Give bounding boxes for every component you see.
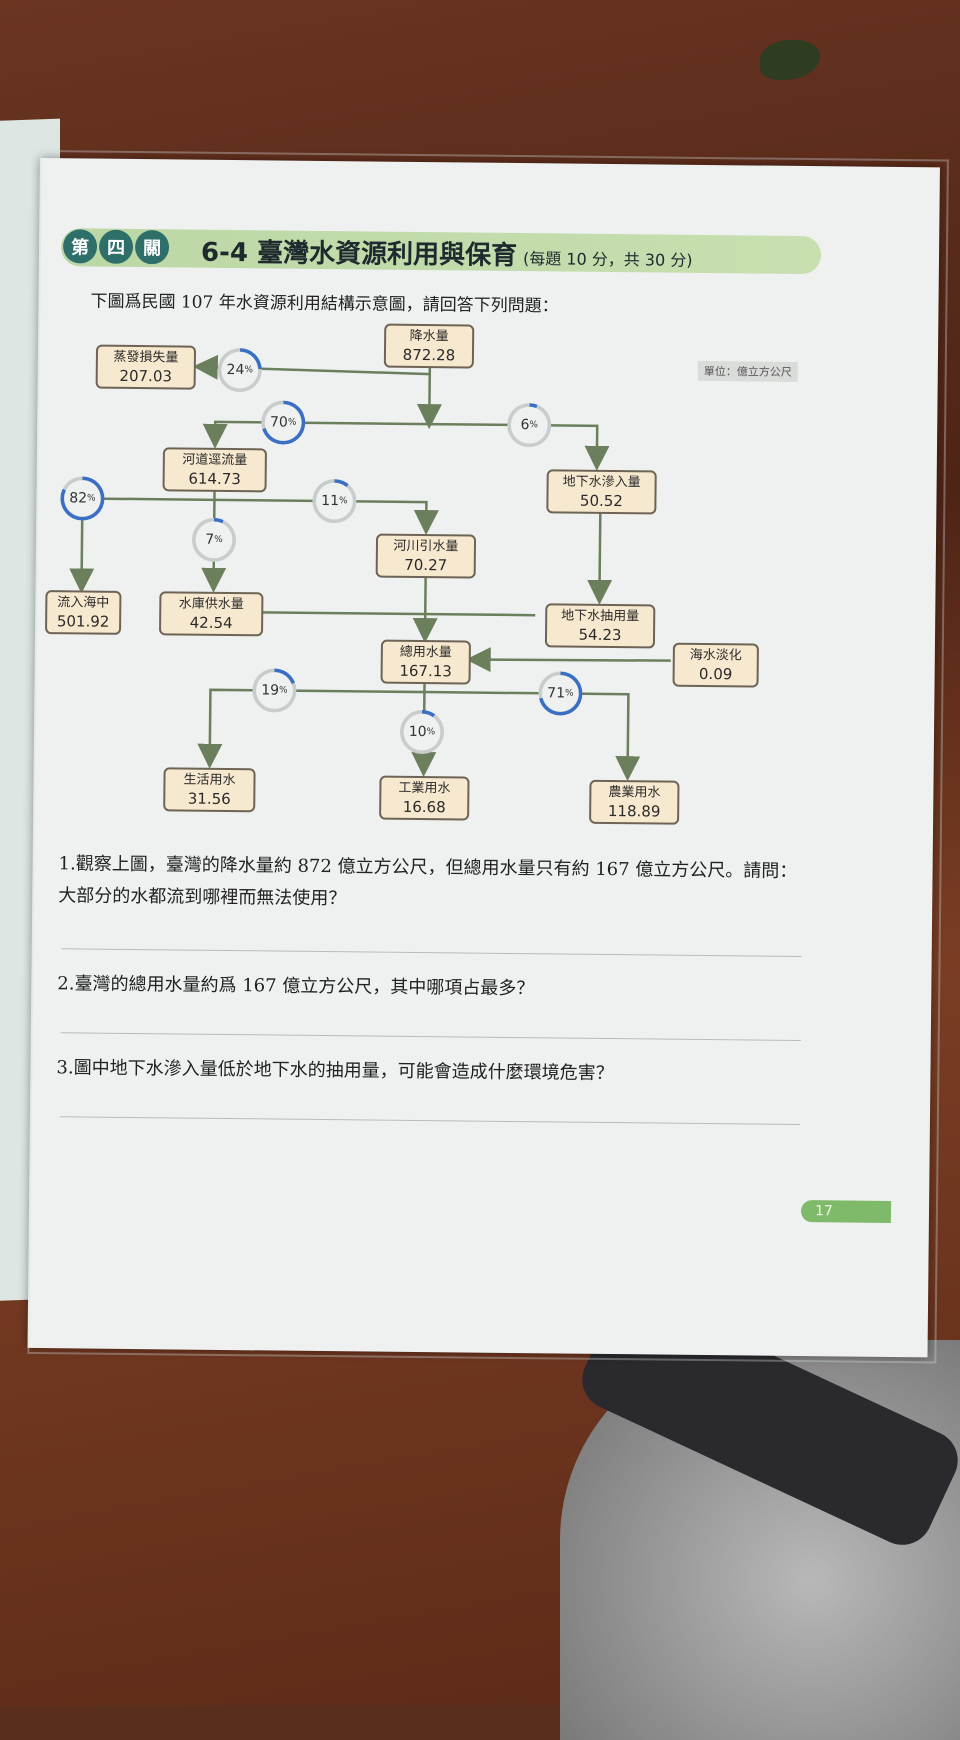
percent-ring-sea: 82% [60, 476, 105, 521]
node-value: 118.89 [607, 801, 661, 821]
node-value: 42.54 [189, 613, 233, 633]
node-desalination: 海水淡化 0.09 [672, 642, 759, 688]
percent-value: 10 [408, 723, 427, 741]
node-label: 蒸發損失量 [113, 349, 179, 366]
percent-value: 19 [261, 682, 280, 699]
node-value: 54.23 [578, 625, 622, 645]
percent-unit: % [564, 688, 574, 699]
percent-ring-reservoir: 7% [191, 517, 237, 563]
percent-ring-agricultural: 71% [538, 671, 583, 716]
question-text: 圖中地下水滲入量低於地下水的抽用量，可能會造成什麼環境危害？ [73, 1057, 614, 1085]
node-value: 501.92 [56, 612, 110, 631]
worksheet-page: 第 四 關 6-4 臺灣水資源利用與保育(每題 10 分，共 30 分) 下圖爲… [27, 158, 940, 1358]
node-domestic-water: 生活用水 31.56 [163, 767, 256, 813]
line-to-sea [69, 487, 216, 594]
answer-line-3[interactable] [59, 1116, 800, 1126]
question-text: 臺灣的總用水量約爲 167 億立方公尺，其中哪項占最多？ [74, 973, 535, 1000]
percent-ring-industrial: 10% [399, 709, 445, 755]
percent-ring-runoff: 70% [261, 400, 306, 445]
node-flow-to-sea: 流入海中 501.92 [45, 590, 122, 635]
node-label: 地下水抽用量 [561, 608, 640, 625]
question-1: 1.觀察上圖，臺灣的降水量約 872 億立方公尺，但總用水量只有約 167 億立… [58, 848, 799, 920]
percent-unit: % [87, 493, 96, 504]
percent-unit: % [279, 685, 288, 696]
node-value: 207.03 [119, 366, 173, 386]
answer-line-1[interactable] [61, 948, 802, 958]
node-value: 70.27 [404, 555, 448, 575]
node-value: 50.52 [579, 491, 624, 511]
node-precipitation: 降水量 872.28 [383, 323, 475, 369]
percent-value: 6 [520, 417, 530, 434]
node-label: 河川引水量 [393, 538, 459, 555]
line-to-infiltration [429, 422, 610, 471]
line-to-domestic [197, 680, 426, 769]
question-number: 1. [58, 853, 76, 875]
question-text: 觀察上圖，臺灣的降水量約 872 億立方公尺，但總用水量只有約 167 億立方公… [58, 853, 798, 910]
percent-value: 70 [269, 414, 288, 431]
node-groundwater-use: 地下水抽用量 54.23 [544, 603, 656, 649]
node-label: 農業用水 [608, 784, 661, 801]
question-number: 3. [56, 1057, 74, 1079]
node-river-runoff: 河道逕流量 614.73 [162, 447, 267, 493]
question-2: 2.臺灣的總用水量約爲 167 億立方公尺，其中哪項占最多？ [57, 968, 797, 1008]
question-3: 3.圖中地下水滲入量低於地下水的抽用量，可能會造成什麼環境危害？ [56, 1052, 796, 1092]
percent-unit: % [426, 727, 436, 738]
answer-line-2[interactable] [60, 1032, 801, 1042]
node-label: 工業用水 [398, 780, 451, 797]
line-to-runoff [202, 420, 430, 449]
percent-value: 11 [321, 492, 340, 510]
node-value: 31.56 [187, 789, 231, 809]
percent-value: 71 [547, 685, 566, 702]
node-value: 0.09 [698, 664, 733, 684]
percent-unit: % [214, 534, 223, 545]
node-value: 872.28 [402, 345, 456, 365]
line-river-to-total [412, 574, 438, 644]
node-total-water-use: 總用水量 167.13 [380, 639, 471, 685]
node-value: 167.13 [399, 661, 452, 681]
node-label: 流入海中 [57, 595, 110, 611]
node-evaporation: 蒸發損失量 207.03 [95, 344, 197, 390]
percent-unit: % [338, 496, 348, 507]
page-number: 17 [800, 1200, 892, 1223]
line-to-river-intake [214, 498, 439, 536]
node-label: 水庫供水量 [178, 596, 244, 613]
node-label: 總用水量 [399, 644, 452, 661]
node-industrial-water: 工業用水 16.68 [379, 775, 470, 821]
node-label: 生活用水 [183, 772, 236, 789]
node-river-intake: 河川引水量 70.27 [375, 533, 477, 579]
node-agricultural-water: 農業用水 118.89 [589, 779, 680, 825]
line-precip-down [416, 362, 442, 430]
node-label: 海水淡化 [689, 647, 742, 664]
flow-lines [69, 354, 671, 782]
node-groundwater-infiltration: 地下水滲入量 50.52 [546, 469, 657, 515]
percent-ring-infiltration: 6% [507, 402, 552, 448]
percent-unit: % [287, 417, 297, 428]
node-label: 地下水滲入量 [562, 474, 641, 491]
line-to-groundwater-use [587, 507, 613, 605]
node-label: 降水量 [409, 328, 449, 345]
percent-value: 24 [226, 361, 245, 379]
line-desal-to-total [465, 647, 671, 673]
node-value: 16.68 [402, 797, 446, 817]
percent-ring-evaporation: 24% [217, 347, 263, 393]
node-value: 614.73 [188, 469, 241, 489]
question-number: 2. [57, 973, 75, 995]
line-to-agricultural [424, 690, 641, 782]
percent-unit: % [529, 420, 539, 431]
percent-value: 82 [69, 490, 88, 507]
percent-ring-river-intake: 11% [312, 478, 357, 524]
percent-unit: % [244, 365, 254, 376]
node-reservoir-supply: 水庫供水量 42.54 [159, 591, 264, 637]
percent-ring-domestic: 19% [252, 668, 297, 713]
percent-value: 7 [205, 531, 215, 548]
node-label: 河道逕流量 [182, 452, 248, 469]
water-flow-diagram: 降水量 872.28 蒸發損失量 207.03 河道逕流量 614.73 地下水… [32, 158, 939, 887]
line-reservoir-to-groundwater [261, 611, 536, 617]
